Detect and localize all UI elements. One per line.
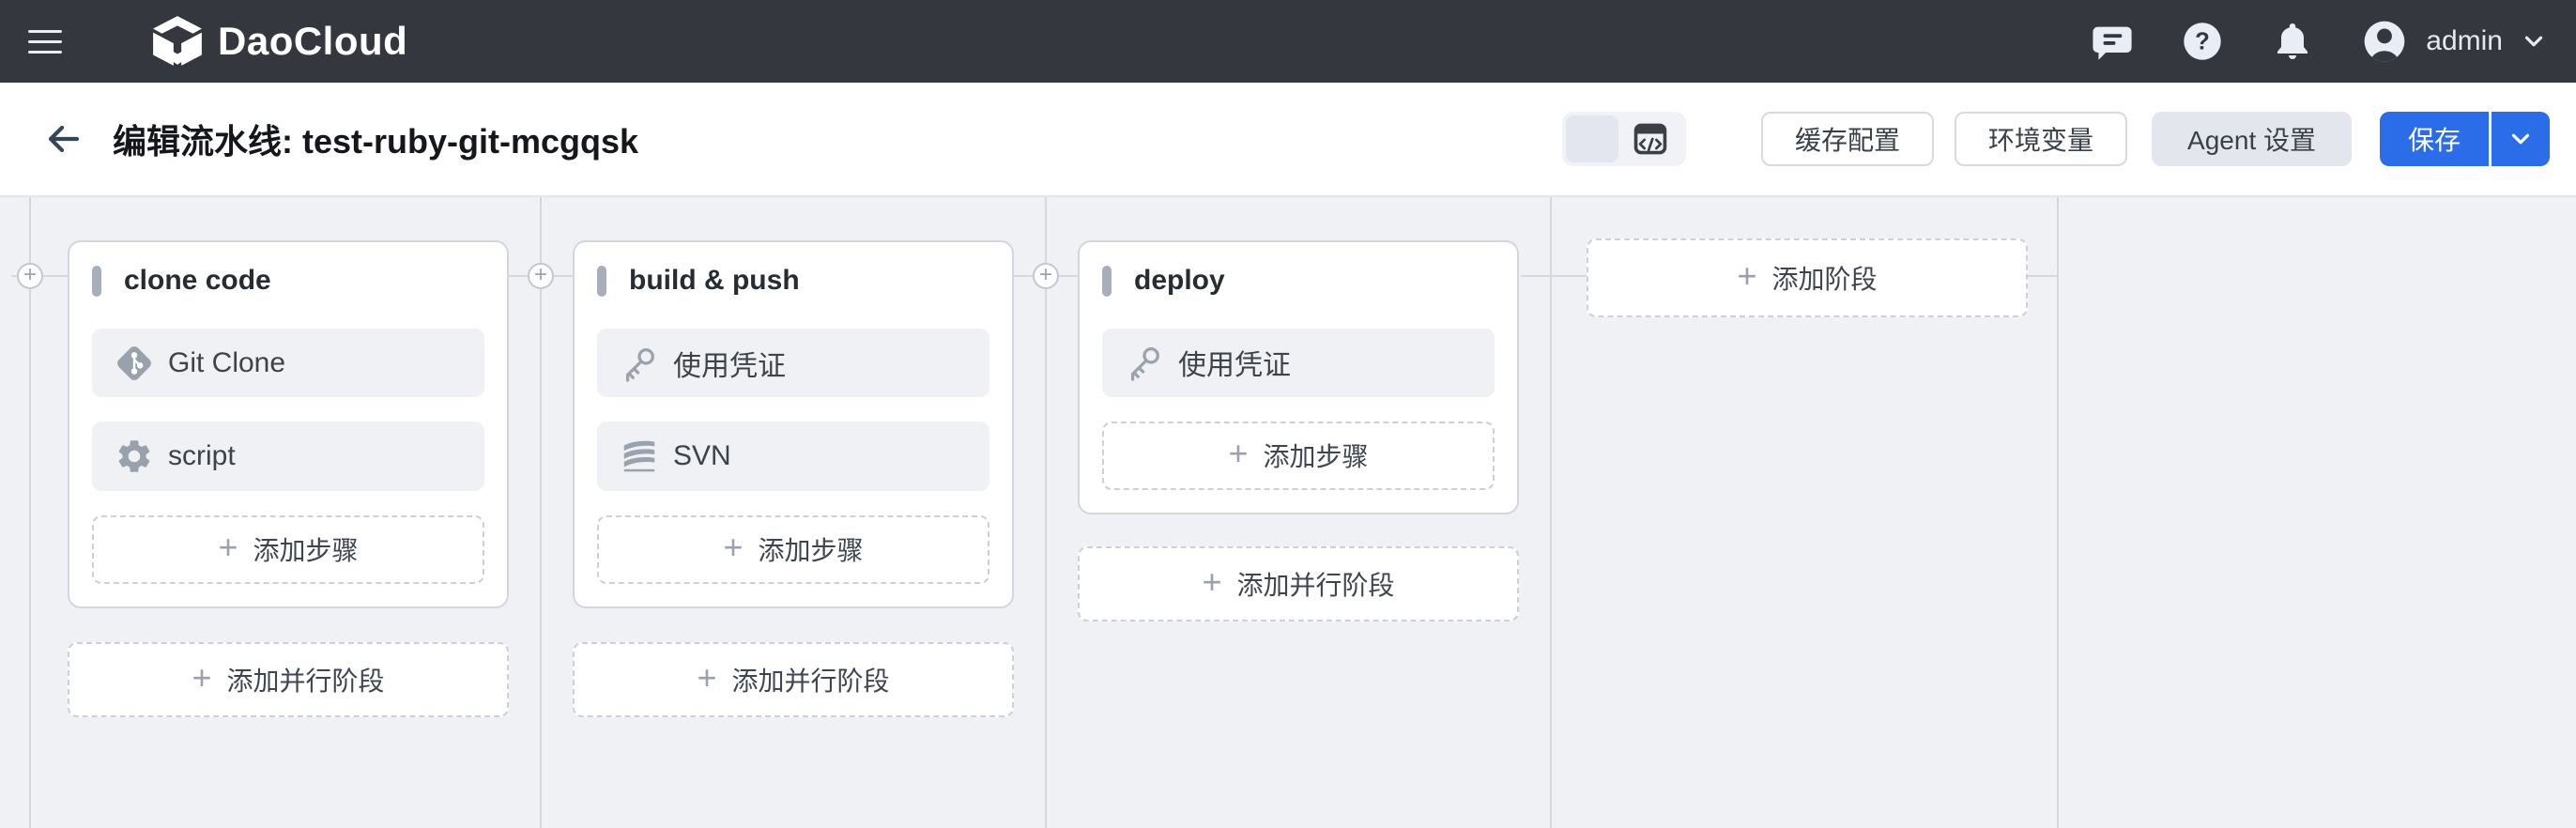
page-header: 编辑流水线: test-ruby-git-mcgqsk 缓存配置 环境变量 Ag… (0, 83, 2576, 197)
env-vars-button[interactable]: 环境变量 (1955, 112, 2128, 166)
stage-card-deploy: deploy 使用凭证 + 添加步骤 (1078, 240, 1519, 514)
column-separator (29, 197, 31, 828)
plus-icon: + (1228, 434, 1249, 473)
column-separator (1550, 197, 1552, 828)
stage-accent-bar (1102, 265, 1112, 297)
step-row-credentials[interactable]: 使用凭证 (597, 329, 989, 398)
step-row-svn[interactable]: SVN (597, 422, 989, 491)
daocloud-cube-icon (153, 16, 202, 66)
stage-header[interactable]: build & push (597, 265, 989, 297)
plus-icon: + (1737, 256, 1757, 295)
step-row-credentials[interactable]: 使用凭证 (1102, 329, 1495, 397)
add-step-button[interactable]: + 添加步骤 (597, 514, 989, 584)
stage-card-build-push: build & push 使用凭证 (573, 240, 1014, 608)
insert-stage-button[interactable]: + (17, 263, 43, 289)
insert-stage-button[interactable]: + (1033, 263, 1059, 289)
hamburger-menu-icon[interactable] (28, 13, 84, 69)
stage-accent-bar (92, 265, 101, 297)
help-icon[interactable]: ? (2180, 19, 2225, 64)
plus-icon: + (218, 528, 238, 567)
step-label: script (168, 439, 236, 471)
agent-settings-button[interactable]: Agent 设置 (2152, 112, 2352, 166)
gear-icon (115, 437, 154, 476)
form-view-segment[interactable] (1566, 115, 1619, 162)
step-label: Git Clone (168, 346, 286, 378)
username-label: admin (2426, 25, 2503, 56)
notifications-bell-icon[interactable] (2270, 19, 2315, 64)
arrow-left-icon (48, 125, 80, 153)
step-label: 使用凭证 (1178, 350, 1291, 382)
column-separator (2057, 197, 2059, 828)
add-parallel-stage-button[interactable]: + 添加并行阶段 (1078, 546, 1519, 621)
pipeline-canvas: + + + clone code Git Clone (0, 197, 2576, 828)
chat-icon[interactable] (2090, 19, 2135, 64)
column-separator (540, 197, 542, 828)
stage-connector (1521, 275, 1587, 277)
save-split-button: 保存 (2380, 112, 2550, 166)
stage-title: build & push (629, 265, 800, 296)
code-view-segment[interactable] (1618, 120, 1682, 158)
chevron-down-icon (2524, 36, 2543, 47)
key-icon (620, 344, 659, 383)
stage-header[interactable]: deploy (1102, 265, 1495, 297)
stage-accent-bar (597, 265, 606, 297)
agent-settings-label: Agent 设置 (2187, 126, 2316, 155)
add-step-button[interactable]: + 添加步骤 (1102, 421, 1495, 490)
column-separator (1045, 197, 1047, 828)
save-label: 保存 (2407, 126, 2461, 155)
stage-title: clone code (124, 265, 271, 296)
env-vars-label: 环境变量 (1988, 126, 2094, 155)
add-parallel-stage-button[interactable]: + 添加并行阶段 (68, 642, 509, 717)
plus-icon: + (723, 528, 744, 567)
back-button[interactable] (39, 115, 88, 163)
key-icon (1125, 343, 1164, 382)
step-row-git-clone[interactable]: Git Clone (92, 329, 484, 398)
user-menu[interactable]: admin (2360, 17, 2548, 66)
add-parallel-stage-button[interactable]: + 添加并行阶段 (573, 642, 1014, 717)
plus-icon: + (1202, 562, 1222, 601)
brand-logo[interactable]: DaoCloud (150, 14, 407, 69)
insert-stage-button[interactable]: + (528, 263, 554, 289)
svn-icon (620, 437, 659, 476)
plus-icon: + (192, 658, 212, 697)
git-icon (115, 344, 154, 383)
stage-title: deploy (1134, 265, 1225, 296)
cache-config-button[interactable]: 缓存配置 (1761, 112, 1935, 166)
step-label: 使用凭证 (673, 350, 786, 382)
add-stage-button[interactable]: + 添加阶段 (1587, 238, 2028, 317)
cache-config-label: 缓存配置 (1795, 126, 1901, 155)
plus-icon: + (697, 658, 717, 697)
save-options-button[interactable] (2492, 112, 2550, 166)
view-mode-toggle (1562, 112, 1687, 166)
stage-card-clone-code: clone code Git Clone script (68, 240, 509, 608)
page-title: 编辑流水线: test-ruby-git-mcgqsk (113, 122, 639, 161)
svg-text:?: ? (2195, 29, 2210, 55)
brand-name: DaoCloud (218, 19, 408, 63)
yaml-code-icon (1633, 123, 1667, 155)
step-row-script[interactable]: script (92, 422, 484, 491)
avatar-icon (2364, 21, 2405, 62)
top-navbar: DaoCloud ? (0, 0, 2576, 83)
step-label: SVN (673, 439, 731, 471)
stage-header[interactable]: clone code (92, 265, 484, 297)
stage-connector (2027, 275, 2058, 277)
chevron-down-icon (2511, 133, 2530, 145)
save-button[interactable]: 保存 (2380, 112, 2489, 166)
add-step-button[interactable]: + 添加步骤 (92, 514, 484, 584)
